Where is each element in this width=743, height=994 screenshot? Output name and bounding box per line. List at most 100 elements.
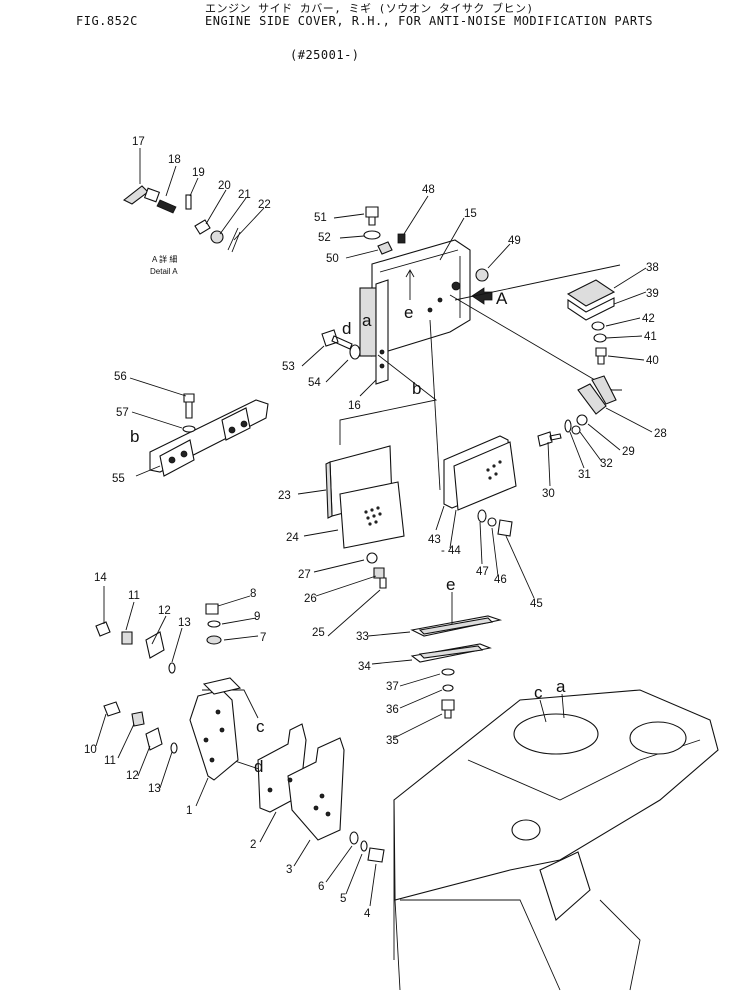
callout-53: 53 (282, 361, 295, 373)
part-11-spacer-upper (121, 631, 133, 645)
part-25-bolt (379, 577, 387, 589)
hood-opening-small (511, 819, 541, 841)
ref-letter-e-lower: e (446, 575, 455, 594)
hood-exhaust-stub (539, 851, 591, 921)
callout-50: 50 (326, 253, 339, 265)
part-44-plate (453, 441, 517, 511)
bracket-55-group (149, 393, 269, 477)
part-29-washer (576, 414, 588, 426)
callout-3: 3 (286, 864, 292, 876)
callout-10: 10 (84, 744, 97, 756)
part-31-lock-washer (564, 419, 572, 433)
right-fasteners (537, 279, 617, 447)
callout-29: 29 (622, 446, 635, 458)
callout-8: 8 (250, 588, 256, 600)
part-40-bolt (595, 347, 607, 365)
part-12-plate-upper (145, 631, 165, 659)
plates-43-44 (443, 435, 517, 537)
view-arrow-a-icon (471, 287, 493, 305)
cover-assembly-15: A (359, 239, 508, 385)
view-arrow-label: A (496, 289, 508, 308)
callout-41: 41 (644, 331, 657, 343)
ref-letter-b-lower: b (130, 427, 139, 446)
leader-lines (95, 148, 653, 907)
detail-a-label-jp: A 詳 細 (152, 254, 177, 264)
callout-24: 24 (286, 532, 299, 544)
part-19-pin (185, 194, 192, 210)
part-45-bolt (497, 519, 513, 537)
callout-18: 18 (168, 154, 181, 166)
callout-19: 19 (192, 167, 205, 179)
plates-2-3 (257, 723, 385, 863)
callout-15: 15 (464, 208, 477, 220)
callout-56: 56 (114, 371, 127, 383)
callout-38: 38 (646, 262, 659, 274)
ref-letter-c-hood: c (534, 683, 543, 702)
plates-23-24 (325, 445, 405, 589)
callout-37: 37 (386, 681, 399, 693)
part-17-handle (122, 185, 149, 205)
part-42-washer (591, 321, 605, 331)
callout-22: 22 (258, 199, 271, 211)
ref-letter-d: d (342, 319, 351, 338)
callout-42: 42 (642, 313, 655, 325)
callout-1: 1 (186, 805, 192, 817)
part-11-spacer-lower (131, 711, 145, 727)
part-7-nut (206, 635, 222, 645)
callout-7: 7 (260, 632, 266, 644)
detail-a-label-en: Detail A (150, 267, 178, 276)
callout-11-upper: 11 (128, 590, 140, 602)
part-13-washer-upper (168, 662, 176, 674)
part-6-washer (349, 831, 359, 845)
part-28-latch (577, 383, 607, 415)
callout-34: 34 (358, 661, 371, 673)
callout-5: 5 (340, 893, 346, 905)
part-48-plug (397, 233, 406, 244)
callout-44-dash: - (441, 545, 445, 557)
part-41-washer (593, 333, 607, 343)
part-51-bolt (365, 206, 379, 226)
part-27-washer (366, 552, 378, 564)
ref-letter-c: c (256, 717, 265, 736)
part-50-grommet (377, 241, 393, 255)
engine-hood (393, 689, 719, 991)
part-37-washer (441, 668, 455, 676)
part-number-callouts: 17 18 19 20 21 22 48 15 49 51 52 50 53 5… (84, 136, 667, 920)
callout-36: 36 (386, 704, 399, 716)
hood-opening-a (513, 713, 599, 755)
callout-26: 26 (304, 593, 317, 605)
callout-43: 43 (428, 534, 441, 546)
part-30-bolt (537, 431, 562, 447)
part-10-bolt (103, 701, 121, 717)
part-4-bolt (367, 847, 385, 863)
callout-30: 30 (542, 488, 555, 500)
part-8-bolt (205, 603, 219, 615)
callout-52: 52 (318, 232, 331, 244)
callout-28: 28 (654, 428, 667, 440)
callout-4: 4 (364, 908, 371, 920)
callout-51: 51 (314, 212, 327, 224)
callout-13-upper: 13 (178, 617, 191, 629)
ref-letter-d-lower: d (254, 757, 263, 776)
callout-13-lower: 13 (148, 783, 161, 795)
callout-17: 17 (132, 136, 145, 148)
part-35-bolt (441, 699, 455, 719)
bracket-1-group (95, 603, 242, 781)
part-39-gasket (567, 297, 615, 321)
part-1-bracket (189, 689, 239, 781)
callout-25: 25 (312, 627, 325, 639)
callout-9: 9 (254, 611, 260, 623)
part-56-bolt (183, 393, 195, 419)
part-12-plate-lower (145, 727, 163, 751)
part-49-nut (475, 268, 489, 282)
callout-49: 49 (508, 235, 521, 247)
reference-letters: a d e b b e c d c a (130, 303, 566, 776)
callout-33: 33 (356, 631, 369, 643)
part-13-washer-lower (170, 742, 178, 754)
callout-11-lower: 11 (104, 755, 116, 767)
callout-55: 55 (112, 473, 125, 485)
part-32-washer (571, 425, 581, 435)
callout-31: 31 (578, 469, 591, 481)
part-14-bolt (95, 621, 111, 637)
part-54-washer (349, 344, 361, 360)
